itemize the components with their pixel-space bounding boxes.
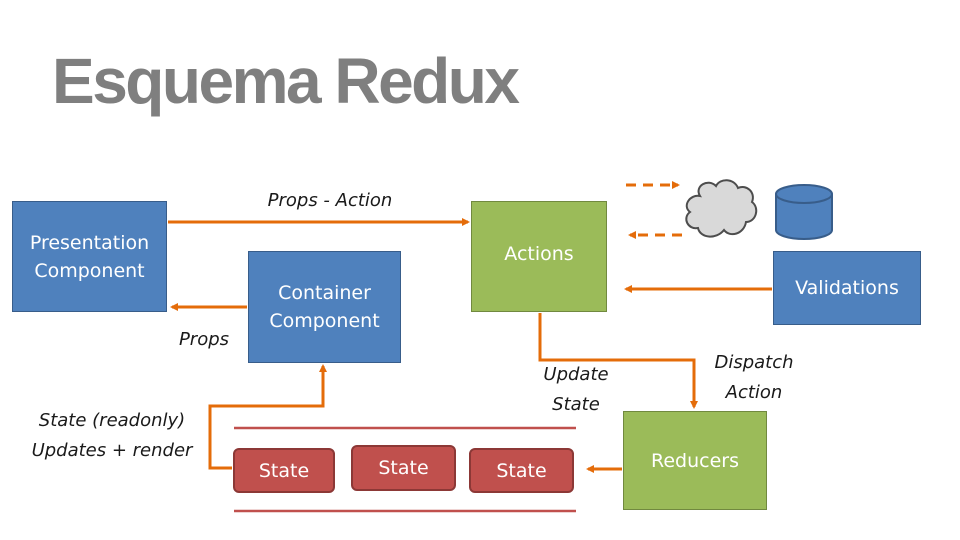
- state-box-1: State: [233, 448, 335, 493]
- reducers-label: Reducers: [651, 449, 739, 472]
- page-title: Esquema Redux: [52, 45, 520, 117]
- state-box-3: State: [469, 448, 574, 493]
- props-action-label: Props - Action: [267, 190, 393, 211]
- presentation-component-box: Presentation Component: [12, 201, 167, 312]
- container-component-box: Container Component: [248, 251, 401, 363]
- database-icon: [775, 184, 833, 240]
- state-box-2-label: State: [378, 457, 429, 479]
- update-state-label: Update State: [543, 364, 609, 415]
- validations-label: Validations: [795, 277, 899, 299]
- state-box-1-label: State: [258, 459, 310, 482]
- validations-box: Validations: [773, 251, 921, 325]
- state-to-container-arrow: [208, 364, 327, 470]
- actions-box: Actions: [471, 201, 607, 312]
- state-box-2: State: [351, 445, 456, 491]
- presentation-component-label: Presentation Component: [29, 231, 150, 282]
- dispatch-action-label: Dispatch Action: [714, 352, 794, 403]
- reducers-box: Reducers: [623, 411, 767, 510]
- state-readonly-label: State (readonly) Updates + render: [31, 410, 193, 461]
- container-component-label: Container Component: [269, 282, 380, 332]
- dispatch-arrow: [538, 313, 698, 409]
- state-box-3-label: State: [496, 459, 547, 482]
- props-label: Props: [178, 329, 230, 350]
- actions-label: Actions: [504, 243, 574, 265]
- cloud-icon: [685, 179, 758, 238]
